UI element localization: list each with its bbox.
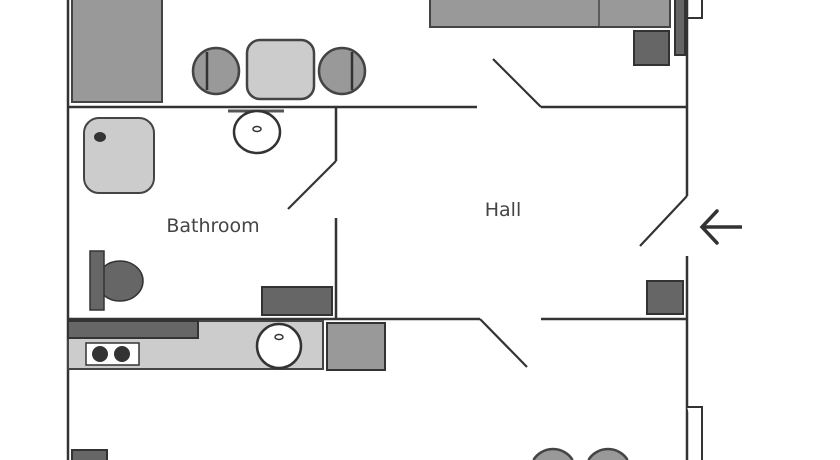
table — [245, 38, 316, 101]
cabinet — [646, 280, 684, 315]
shower — [83, 117, 155, 194]
fridge — [326, 322, 386, 371]
door-bathroom[interactable] — [287, 160, 337, 210]
door-bottom-room[interactable] — [479, 318, 528, 368]
bed — [71, 0, 163, 103]
washing-machine — [261, 286, 333, 316]
walls — [66, 0, 689, 460]
kitchen-sink — [255, 322, 303, 370]
room-label-bathroom: Bathroom — [166, 215, 259, 237]
door-top-room[interactable] — [492, 58, 542, 108]
chair-bottom-left — [532, 447, 574, 460]
side-table — [633, 30, 670, 66]
toilet — [89, 250, 144, 311]
chair-left — [191, 46, 241, 96]
window-top-right — [687, 0, 703, 19]
bottom-left-cabinet — [71, 449, 108, 460]
chair-bottom-right — [587, 447, 629, 460]
arrow-left-icon — [699, 209, 742, 245]
room-label-hall: Hall — [485, 199, 522, 221]
chair-right — [317, 46, 367, 96]
door-entrance[interactable] — [639, 195, 688, 247]
doors — [287, 58, 688, 368]
stove — [85, 342, 140, 366]
sofa — [429, 0, 671, 28]
window-bottom-right — [687, 406, 703, 460]
radiator — [674, 0, 686, 56]
kitchen-shelf — [67, 320, 199, 339]
bathroom-sink — [232, 109, 282, 155]
